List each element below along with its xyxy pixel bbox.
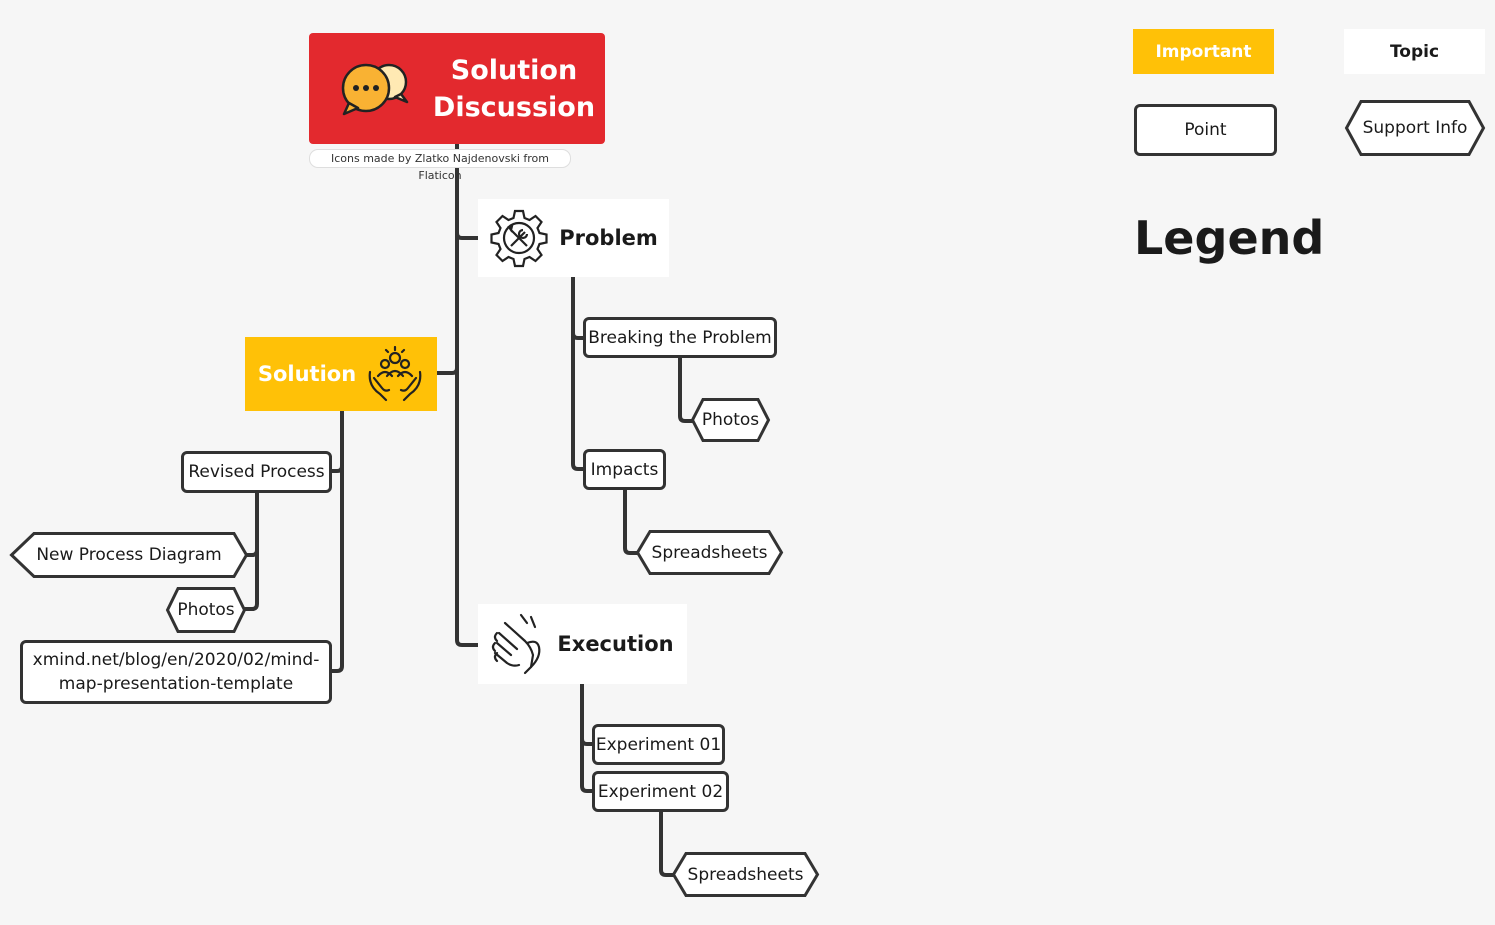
gear-wrench-icon [489,208,549,268]
topic-problem[interactable]: Problem [478,199,669,277]
point-experiment-02[interactable]: Experiment 02 [592,771,729,812]
point-breaking-the-problem[interactable]: Breaking the Problem [583,317,777,358]
support-photos-problem[interactable]: Photos [690,398,771,442]
point-experiment-01[interactable]: Experiment 01 [592,724,725,765]
legend-point: Point [1134,104,1277,156]
support-spreadsheets-execution[interactable]: Spreadsheets [671,852,820,897]
topic-problem-label: Problem [559,226,658,250]
legend-topic: Topic [1344,29,1485,74]
legend-important: Important [1133,29,1274,74]
topic-execution-label: Execution [557,632,674,656]
support-spreadsheets-impacts[interactable]: Spreadsheets [635,530,784,575]
support-new-process-diagram[interactable]: New Process Diagram [9,532,249,578]
icon-credit-note: Icons made by Zlatko Najdenovski from Fl… [309,149,571,182]
central-topic-label: Solution Discussion [432,54,596,123]
handshake-icon [491,613,543,675]
point-revised-process[interactable]: Revised Process [181,451,332,493]
topic-solution[interactable]: Solution [245,337,437,411]
chat-bubbles-icon [339,60,411,118]
point-impacts[interactable]: Impacts [583,449,666,490]
central-topic[interactable]: Solution Discussion [309,33,605,144]
legend-support-info: Support Info [1344,100,1486,156]
support-photos-solution[interactable]: Photos [165,587,247,633]
legend-title: Legend [1134,211,1325,265]
point-hyperlink-template[interactable]: xmind.net/blog/en/2020/02/mind-map-prese… [20,640,332,704]
topic-execution[interactable]: Execution [478,604,687,684]
hands-people-icon [366,346,424,402]
topic-solution-label: Solution [257,362,357,386]
